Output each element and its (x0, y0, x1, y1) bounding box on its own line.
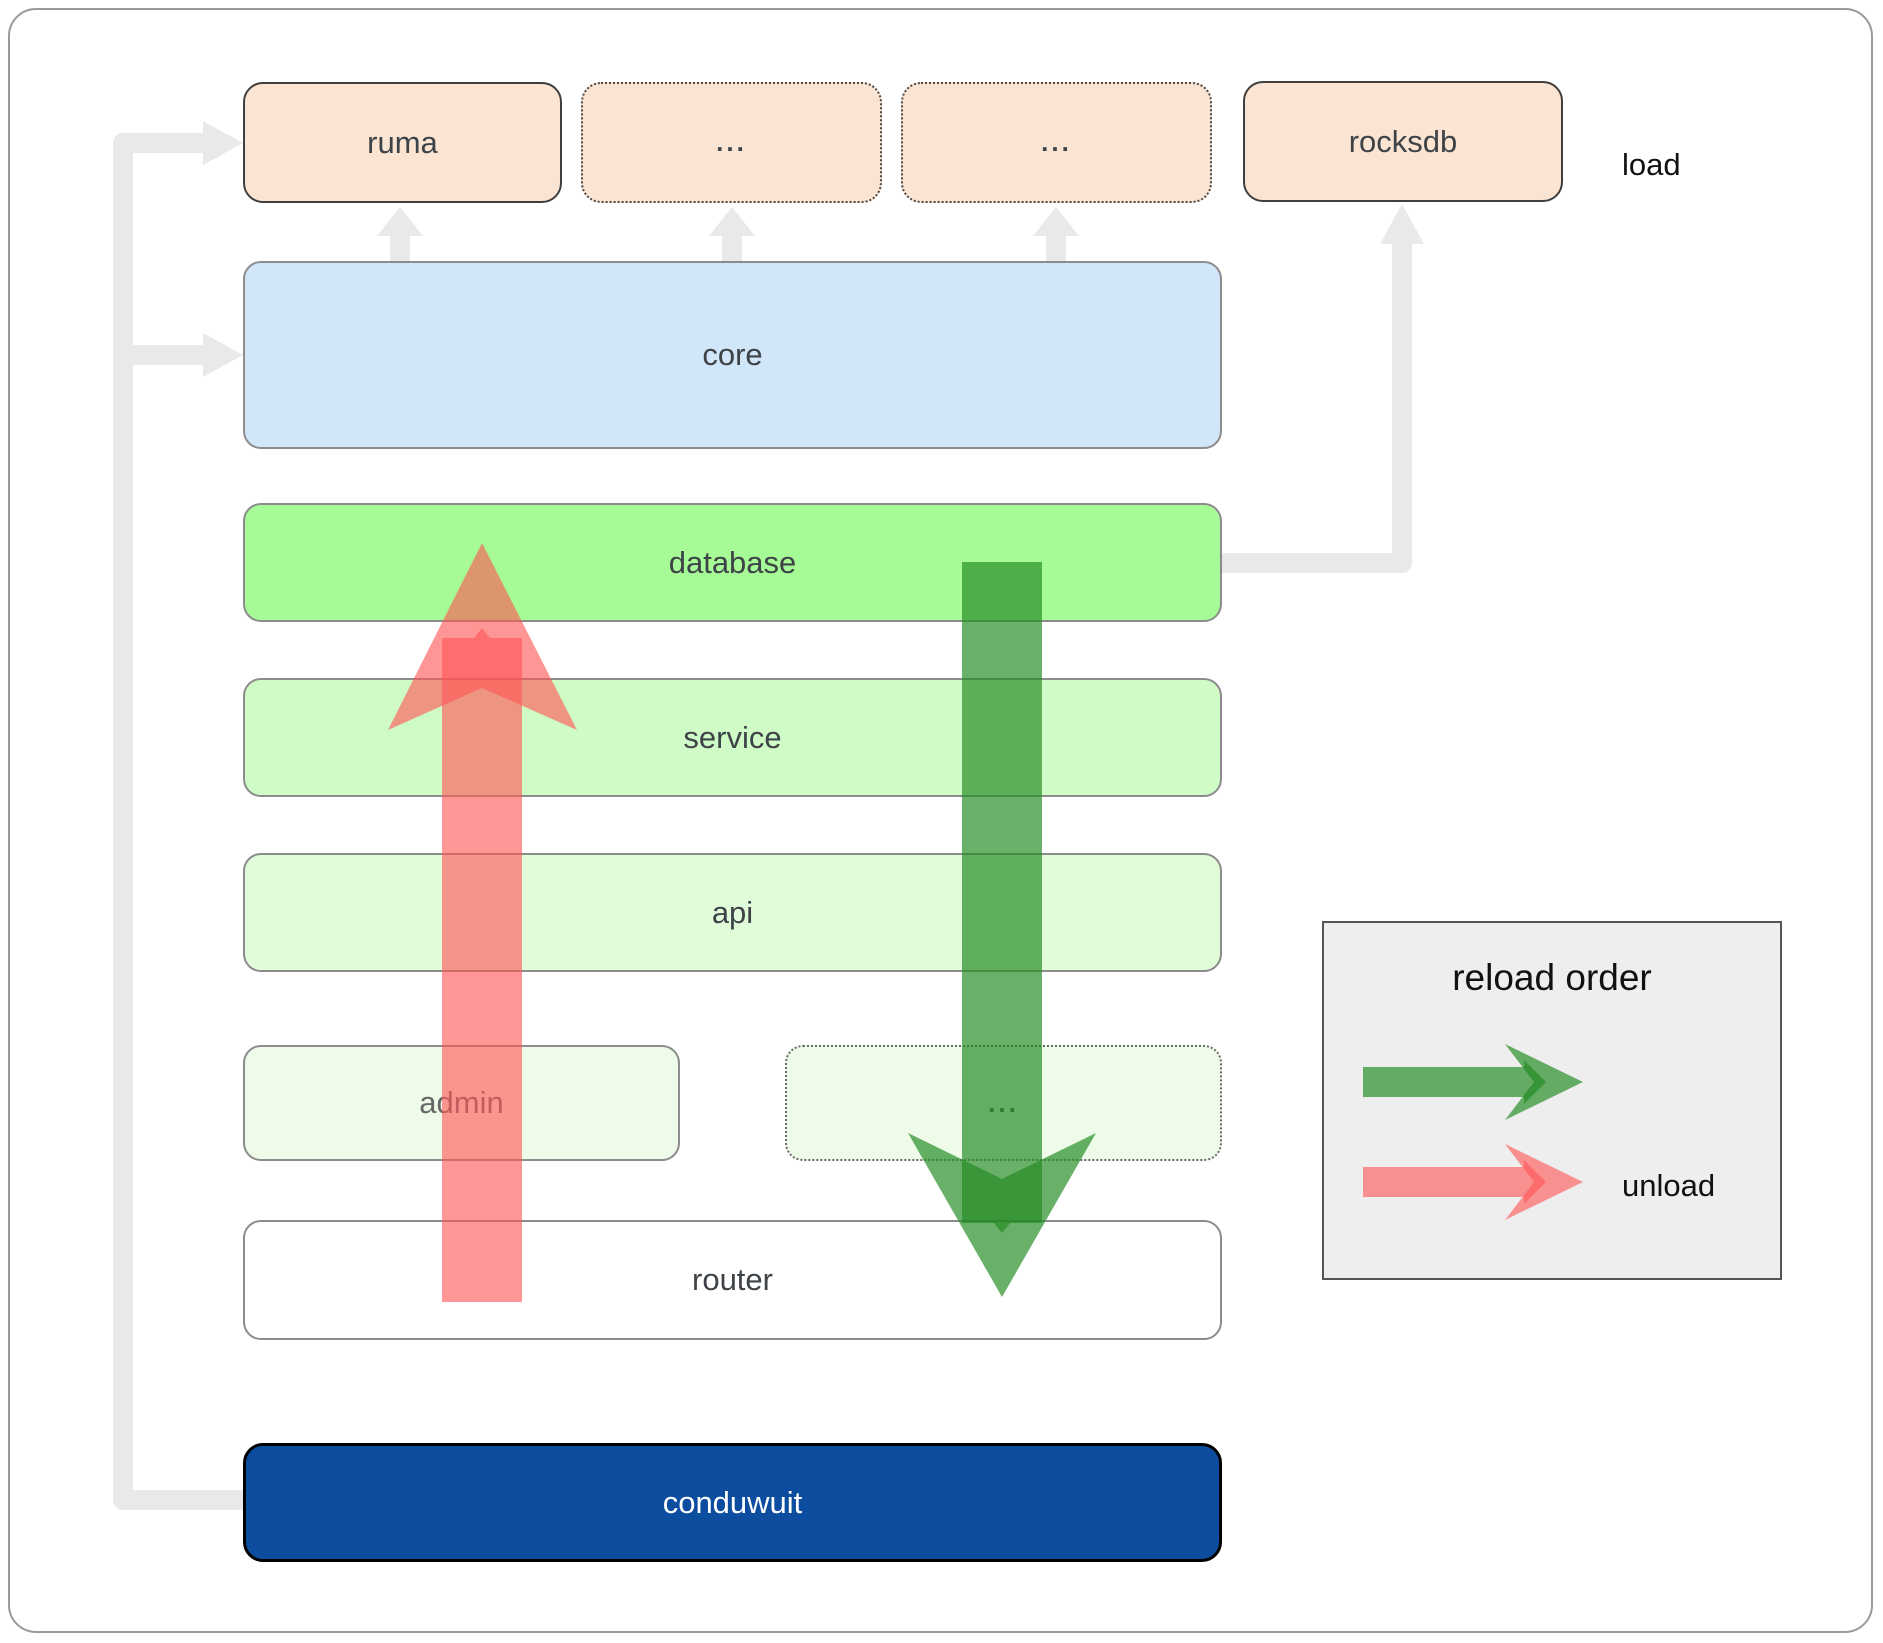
node-ruma: ruma (243, 82, 562, 203)
node-admin: admin (243, 1045, 680, 1161)
node-core-label: core (702, 337, 763, 372)
node-rocksdb: rocksdb (1243, 81, 1563, 202)
node-api-label: api (711, 894, 754, 930)
node-service-label: service (683, 719, 782, 755)
legend: reload order load unload (1322, 147, 1782, 1280)
node-dependency-ellipsis-2-label: ... (1041, 127, 1072, 157)
node-api: api (243, 853, 1222, 972)
node-admin-label: admin (419, 1085, 504, 1120)
node-dependency-ellipsis-2: ... (901, 82, 1212, 203)
legend-title: reload order (1452, 957, 1652, 998)
node-core: core (243, 261, 1222, 449)
legend-unload-label: unload (1622, 1168, 1716, 1203)
node-conduwuit: conduwuit (243, 1443, 1222, 1562)
node-service: service (243, 678, 1222, 797)
node-dependency-ellipsis-1: ... (581, 82, 882, 203)
diagram-outer-frame (8, 8, 1873, 1633)
node-service-ellipsis: ... (785, 1045, 1222, 1161)
node-ruma-label: ruma (367, 124, 438, 160)
node-router-label: router (692, 1262, 773, 1297)
node-service-ellipsis-label: ... (988, 1087, 1019, 1118)
node-database-label: database (668, 544, 797, 580)
node-conduwuit-label: conduwuit (662, 1484, 803, 1520)
node-database: database (243, 503, 1222, 622)
legend-load-label: load (1622, 147, 1681, 182)
node-rocksdb-label: rocksdb (1348, 123, 1458, 159)
node-dependency-ellipsis-1-label: ... (716, 127, 747, 157)
node-router: router (243, 1220, 1222, 1340)
